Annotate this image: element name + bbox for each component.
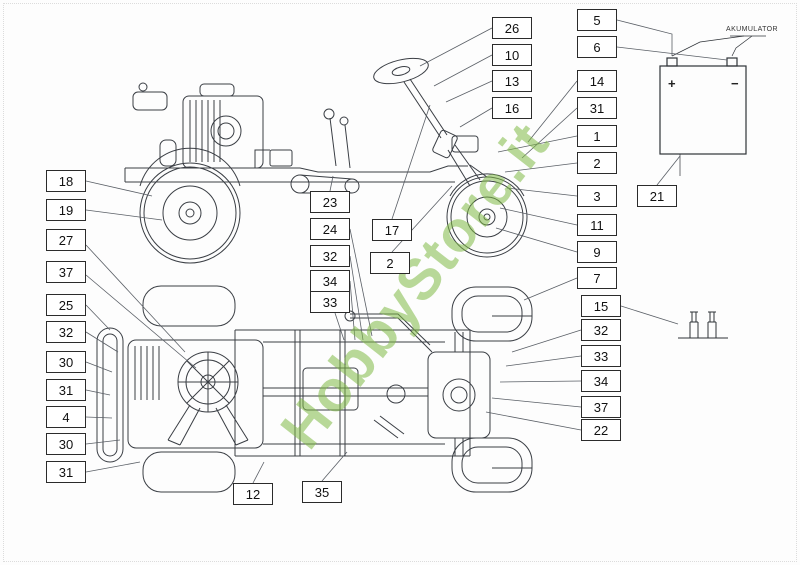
callout-33-b[interactable]: 33 [581, 345, 621, 367]
battery-drawing [659, 35, 766, 176]
callout-1[interactable]: 1 [577, 125, 617, 147]
callout-17[interactable]: 17 [372, 219, 412, 241]
callout-32-a[interactable]: 32 [46, 321, 86, 343]
callout-35[interactable]: 35 [302, 481, 342, 503]
callout-12[interactable]: 12 [233, 483, 273, 505]
callout-26[interactable]: 26 [492, 17, 532, 39]
battery-plus-sign: + [668, 76, 676, 91]
callout-2-a[interactable]: 2 [370, 252, 410, 274]
callout-31-c[interactable]: 31 [577, 97, 617, 119]
callout-34-a[interactable]: 34 [310, 270, 350, 292]
callout-21[interactable]: 21 [637, 185, 677, 207]
callout-13[interactable]: 13 [492, 70, 532, 92]
callout-32-b[interactable]: 32 [310, 245, 350, 267]
leader-lines [85, 19, 728, 484]
callout-31-a[interactable]: 31 [46, 379, 86, 401]
battery-label: AKUMULATOR [726, 26, 778, 33]
callout-19[interactable]: 19 [46, 199, 86, 221]
callout-31-b[interactable]: 31 [46, 461, 86, 483]
callout-15[interactable]: 15 [581, 295, 621, 317]
callout-37-b[interactable]: 37 [581, 396, 621, 418]
callout-14[interactable]: 14 [577, 70, 617, 92]
callout-18[interactable]: 18 [46, 170, 86, 192]
callout-37-a[interactable]: 37 [46, 261, 86, 283]
callout-9[interactable]: 9 [577, 241, 617, 263]
callout-3[interactable]: 3 [577, 185, 617, 207]
callout-6[interactable]: 6 [577, 36, 617, 58]
callout-10[interactable]: 10 [492, 44, 532, 66]
callout-30-b[interactable]: 30 [46, 433, 86, 455]
callout-24[interactable]: 24 [310, 218, 350, 240]
callout-25[interactable]: 25 [46, 294, 86, 316]
callout-33-a[interactable]: 33 [310, 291, 350, 313]
callout-7[interactable]: 7 [577, 267, 617, 289]
callout-11[interactable]: 11 [577, 214, 617, 236]
side-view-drawing [124, 57, 528, 264]
callout-32-c[interactable]: 32 [581, 319, 621, 341]
callout-2-b[interactable]: 2 [577, 152, 617, 174]
battery-minus-sign: − [731, 76, 739, 91]
callout-22[interactable]: 22 [581, 419, 621, 441]
top-view-drawing [96, 285, 533, 493]
spark-plugs-icon [678, 311, 728, 339]
callout-23[interactable]: 23 [310, 191, 350, 213]
callout-16[interactable]: 16 [492, 97, 532, 119]
callout-27[interactable]: 27 [46, 229, 86, 251]
callout-34-b[interactable]: 34 [581, 370, 621, 392]
callout-30-a[interactable]: 30 [46, 351, 86, 373]
callout-5[interactable]: 5 [577, 9, 617, 31]
callout-4[interactable]: 4 [46, 406, 86, 428]
